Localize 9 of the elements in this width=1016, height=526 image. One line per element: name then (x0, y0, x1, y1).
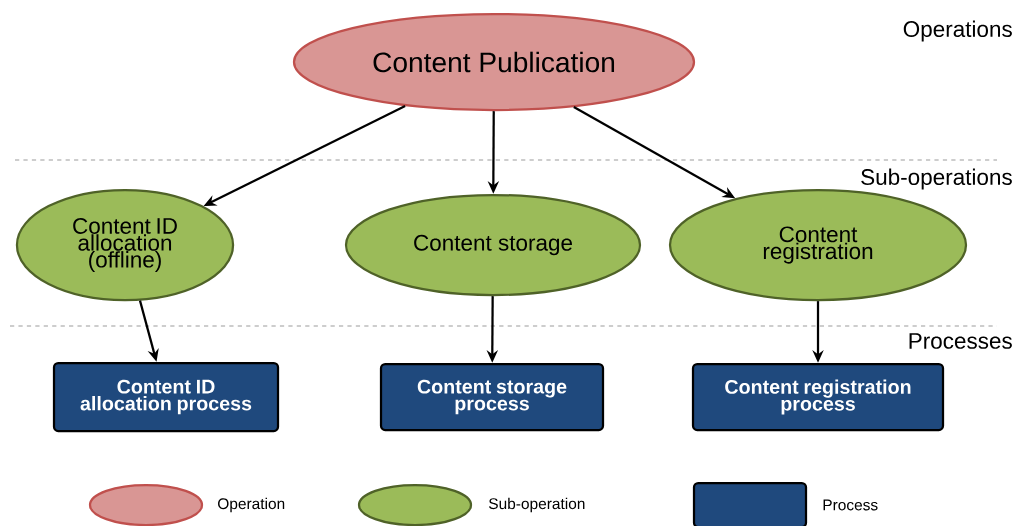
legend-label: Sub-operation (489, 497, 585, 513)
legend-label: Process (823, 499, 878, 511)
process-box: Content storage process (379, 362, 605, 432)
process-box: Content ID allocation process (52, 361, 280, 433)
level-label: Processes (909, 333, 1012, 349)
process-box: Content registration process (691, 362, 945, 432)
legend-label: Operation (218, 497, 285, 513)
level-label: Sub-operations (861, 168, 1012, 190)
level-label: Operations (903, 20, 1012, 42)
